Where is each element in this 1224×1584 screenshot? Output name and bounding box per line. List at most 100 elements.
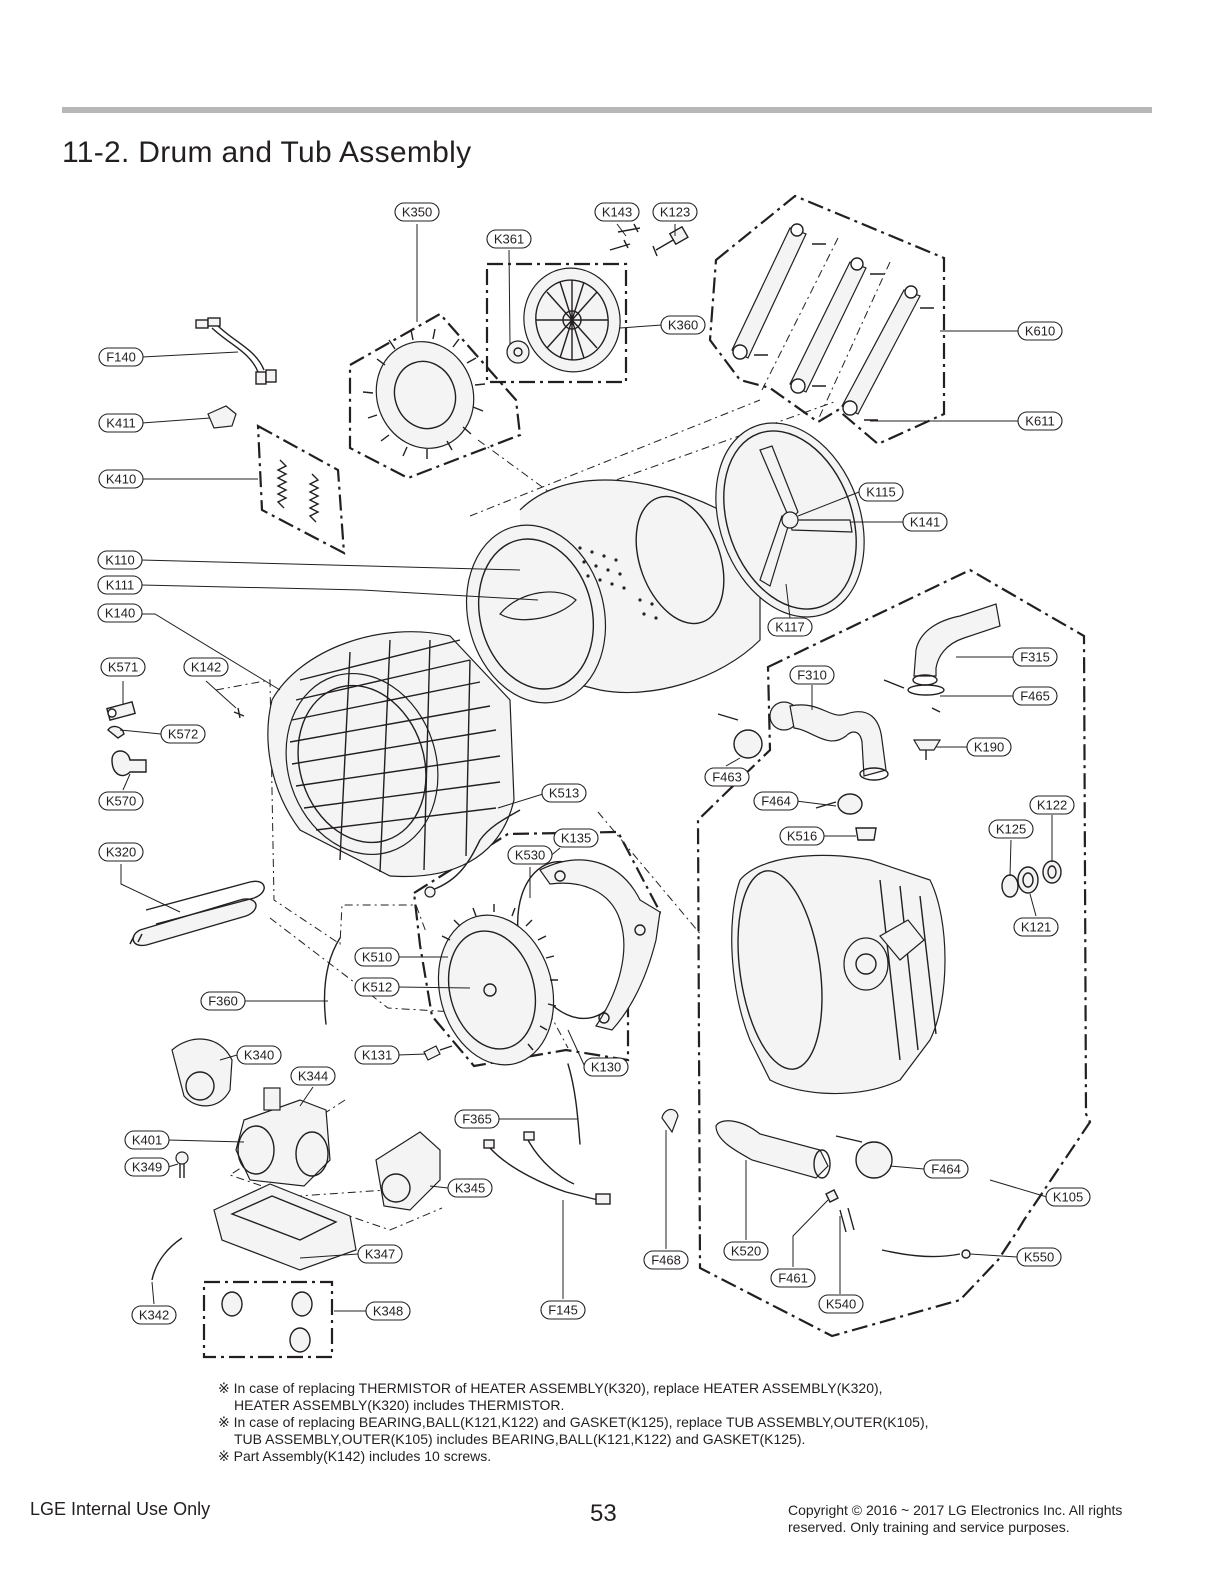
bolt-k131-part (423, 1045, 441, 1061)
svg-text:F140: F140 (106, 350, 136, 365)
callout-f465: F465 (1012, 686, 1058, 706)
note-line: HEATER ASSEMBLY(K320) includes THERMISTO… (234, 1397, 565, 1413)
callout-f310: F310 (789, 665, 835, 685)
svg-text:K347: K347 (365, 1247, 395, 1262)
callout-k141: K141 (902, 512, 948, 532)
callout-k572: K572 (160, 724, 206, 744)
drain-hose-parts (883, 603, 1001, 760)
callout-k345: K345 (447, 1178, 493, 1198)
callout-k121: K121 (1013, 917, 1059, 937)
svg-text:K610: K610 (1025, 324, 1055, 339)
callout-k512: K512 (354, 977, 400, 997)
group-k410-outline (256, 424, 346, 555)
wire-k342-part (151, 1237, 183, 1281)
svg-text:K530: K530 (515, 848, 545, 863)
group-k610-outline (708, 194, 946, 446)
svg-text:F465: F465 (1020, 689, 1050, 704)
group-k360-outline (485, 262, 628, 384)
copyright-line: reserved. Only training and service purp… (788, 1519, 1070, 1535)
callout-k340: K340 (236, 1045, 282, 1065)
svg-text:K140: K140 (105, 606, 135, 621)
callout-k350: K350 (394, 202, 440, 222)
service-notes: ※ In case of replacing THERMISTOR of HEA… (218, 1380, 929, 1465)
svg-text:K190: K190 (974, 740, 1004, 755)
note-line: ※ Part Assembly(K142) includes 10 screws… (218, 1448, 492, 1464)
group-k610-divider-1 (761, 237, 839, 391)
svg-text:K122: K122 (1037, 798, 1067, 813)
callout-k143: K143 (594, 202, 640, 222)
filter-parts (221, 1291, 313, 1353)
svg-text:K350: K350 (402, 205, 432, 220)
svg-text:K516: K516 (787, 829, 817, 844)
note-line: TUB ASSEMBLY,OUTER(K105) includes BEARIN… (234, 1431, 806, 1447)
svg-text:K342: K342 (139, 1308, 169, 1323)
spring-parts (276, 459, 320, 523)
svg-text:K141: K141 (910, 515, 940, 530)
callout-k135: K135 (553, 828, 599, 848)
svg-text:F365: F365 (462, 1112, 492, 1127)
svg-text:K143: K143 (602, 205, 632, 220)
svg-text:K520: K520 (731, 1244, 761, 1259)
callout-f464-lower: F464 (923, 1159, 969, 1179)
page-title: 11-2. Drum and Tub Assembly (62, 136, 472, 169)
callout-k344: K344 (290, 1066, 336, 1086)
svg-text:K131: K131 (362, 1048, 392, 1063)
callout-k540: K540 (818, 1294, 864, 1314)
group-k105-outline (696, 568, 1092, 1338)
svg-text:K117: K117 (775, 620, 804, 635)
svg-text:K572: K572 (168, 727, 198, 742)
svg-text:K513: K513 (549, 786, 579, 801)
callout-k550: K550 (1016, 1247, 1062, 1267)
callout-k410: K410 (98, 469, 144, 489)
callout-k122: K122 (1029, 795, 1075, 815)
note-line: ※ In case of replacing THERMISTOR of HEA… (218, 1380, 883, 1396)
svg-text:K115: K115 (866, 485, 895, 500)
svg-text:F315: F315 (1020, 650, 1050, 665)
callout-k411: K411 (98, 413, 144, 433)
svg-text:K121: K121 (1021, 920, 1051, 935)
callout-k510: K510 (354, 947, 400, 967)
svg-text:K571: K571 (108, 660, 138, 675)
callout-k140: K140 (97, 603, 143, 623)
heater-part (129, 880, 265, 947)
svg-text:K550: K550 (1024, 1250, 1054, 1265)
svg-text:K360: K360 (668, 318, 698, 333)
svg-text:K340: K340 (244, 1048, 274, 1063)
rotor-part (523, 267, 621, 373)
callout-k131: K131 (354, 1045, 400, 1065)
callout-f315: F315 (1012, 647, 1058, 667)
callout-k360: K360 (660, 315, 706, 335)
callout-f140: F140 (98, 347, 144, 367)
drum-back-part (635, 422, 865, 625)
group-k610-divider-2 (817, 261, 891, 421)
clip-part (207, 405, 237, 429)
stator-part (362, 328, 486, 459)
callout-k130: K130 (583, 1057, 629, 1077)
hose-f310-part (769, 701, 889, 781)
callout-k110: K110 (97, 550, 143, 570)
svg-text:K345: K345 (455, 1181, 485, 1196)
callout-k347: K347 (357, 1244, 403, 1264)
callout-f463: F463 (704, 767, 750, 787)
tub-outer-part (731, 854, 946, 1095)
page-number: 53 (590, 1500, 617, 1527)
svg-text:K570: K570 (106, 794, 136, 809)
svg-text:K135: K135 (561, 831, 591, 846)
hub-part (506, 340, 530, 364)
tub-front-part (267, 631, 515, 878)
callout-k401: K401 (124, 1130, 170, 1150)
callout-f461: F461 (770, 1268, 816, 1288)
callout-k117: K117 (767, 617, 813, 637)
svg-text:K320: K320 (106, 845, 136, 860)
callout-f468: F468 (643, 1250, 689, 1270)
fitting-parts (106, 700, 147, 777)
sensor-wire-part (431, 809, 521, 891)
svg-text:F360: F360 (208, 994, 238, 1009)
callout-k190: K190 (966, 737, 1012, 757)
svg-text:K410: K410 (106, 472, 136, 487)
svg-text:K142: K142 (191, 660, 221, 675)
bolt-part (609, 223, 689, 257)
callout-k516: K516 (779, 826, 825, 846)
callout-k520: K520 (723, 1241, 769, 1261)
